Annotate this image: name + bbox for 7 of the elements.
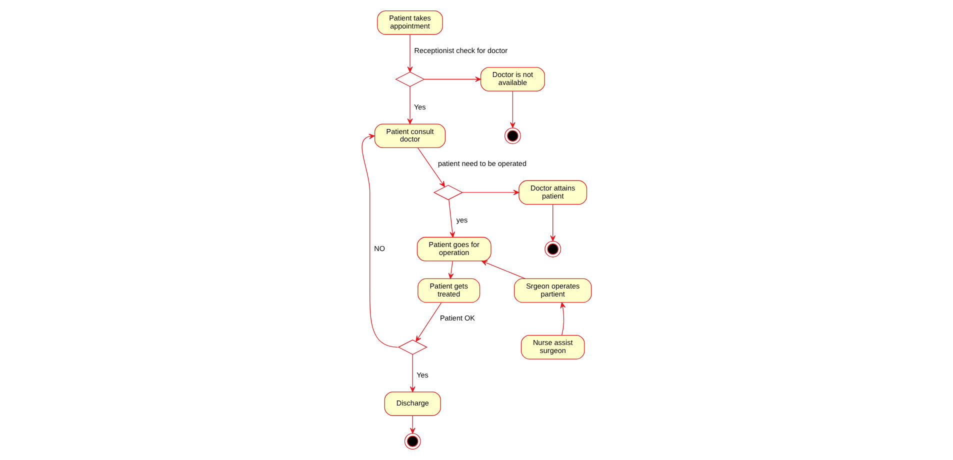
edge-label: NO <box>374 244 385 253</box>
edge-label: Yes <box>416 370 428 380</box>
edge-label: patient need to be operated <box>438 159 526 168</box>
edge-label: yes <box>456 216 468 225</box>
edge-label: Yes <box>414 102 426 112</box>
edge-label: Patient OK <box>440 314 475 323</box>
edge-label: Receptionist check for doctor <box>414 46 508 55</box>
